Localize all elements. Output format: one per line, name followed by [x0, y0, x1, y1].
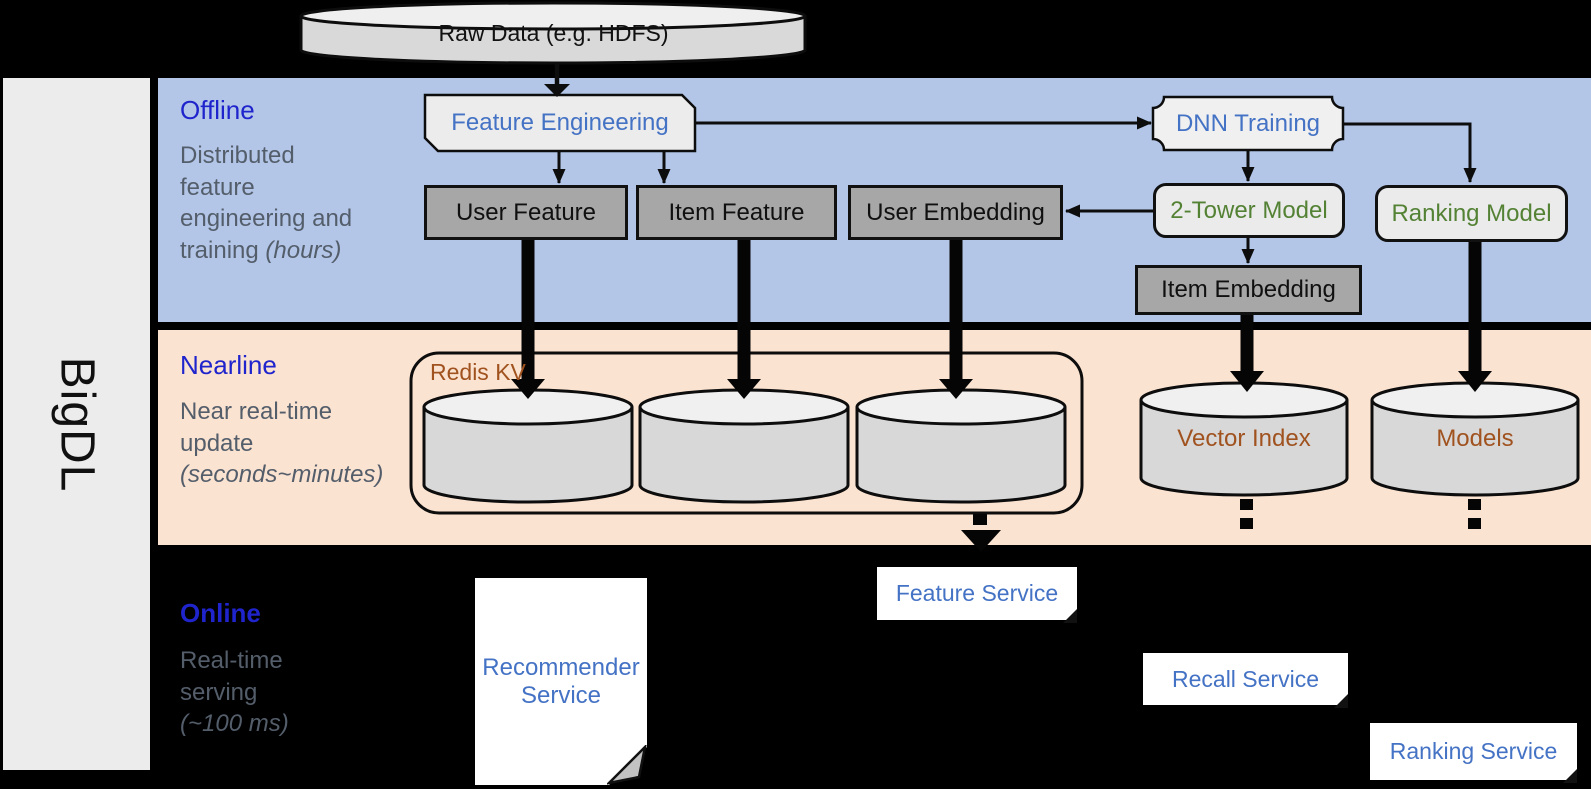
nearline-section-title: Nearline	[180, 350, 277, 380]
recall-service-label: Recall Service	[1172, 665, 1319, 692]
item-feature-box: Item Feature	[636, 185, 837, 240]
vector-index-label: Vector Index	[1177, 425, 1311, 452]
nearline-desc-italic: (seconds~minutes)	[180, 461, 384, 489]
ranking-model-box: Ranking Model	[1375, 185, 1568, 242]
offline-section-title: Offline	[180, 95, 255, 125]
nearline-desc-text: Near real-time update	[180, 398, 333, 457]
online-desc-italic: (~100 ms)	[180, 710, 289, 738]
user-embedding-label: User Embedding	[866, 198, 1045, 226]
recall-service-fold-icon	[1334, 694, 1348, 708]
models-label: Models	[1436, 425, 1514, 452]
offline-desc-text: Distributed feature engineering and trai…	[180, 142, 353, 265]
two-tower-model-box: 2-Tower Model	[1153, 183, 1345, 238]
two-tower-model-label: 2-Tower Model	[1170, 196, 1328, 224]
item-embedding-label: Item Embedding	[1161, 276, 1336, 303]
item-feature-label: Item Feature	[668, 198, 805, 226]
dnn-training-label: DNN Training	[1175, 109, 1321, 137]
ranking-model-label: Ranking Model	[1391, 199, 1552, 227]
feature-service-label: Feature Service	[895, 580, 1059, 606]
offline-section-desc: Distributed feature engineering and trai…	[180, 140, 395, 267]
user-feature-label: User Feature	[455, 198, 597, 226]
ranking-service-fold-icon	[1563, 769, 1577, 783]
online-section-desc: Real-time serving (~100 ms)	[180, 645, 400, 740]
bigdl-sidebar: BigDL	[3, 78, 150, 770]
ranking-service-label: Ranking Service	[1389, 738, 1558, 764]
user-feature-box: User Feature	[424, 185, 628, 240]
online-desc-text: Real-time serving	[180, 647, 283, 706]
ranking-service-box: Ranking Service	[1370, 723, 1577, 783]
feature-engineering-label: Feature Engineering	[451, 109, 669, 136]
recall-service-box: Recall Service	[1143, 653, 1348, 708]
feature-service-box: Feature Service	[877, 567, 1077, 623]
recommender-service-doc: Recommender Service	[475, 578, 647, 785]
redis-kv-label: Redis KV	[430, 359, 526, 385]
offline-desc-italic: (hours)	[265, 237, 342, 265]
bigdl-brand-label: BigDL	[49, 356, 103, 492]
item-embedding-box: Item Embedding	[1135, 265, 1362, 315]
nearline-section-desc: Near real-time update (seconds~minutes)	[180, 396, 420, 491]
feature-service-fold-icon	[1063, 609, 1077, 623]
user-embedding-box: User Embedding	[848, 185, 1063, 240]
recommender-service-label: Recommender Service	[482, 653, 640, 709]
recommender-doc-fold-icon	[607, 745, 647, 785]
online-section-title: Online	[180, 598, 261, 628]
raw-data-label: Raw Data (e.g. HDFS)	[438, 19, 669, 46]
